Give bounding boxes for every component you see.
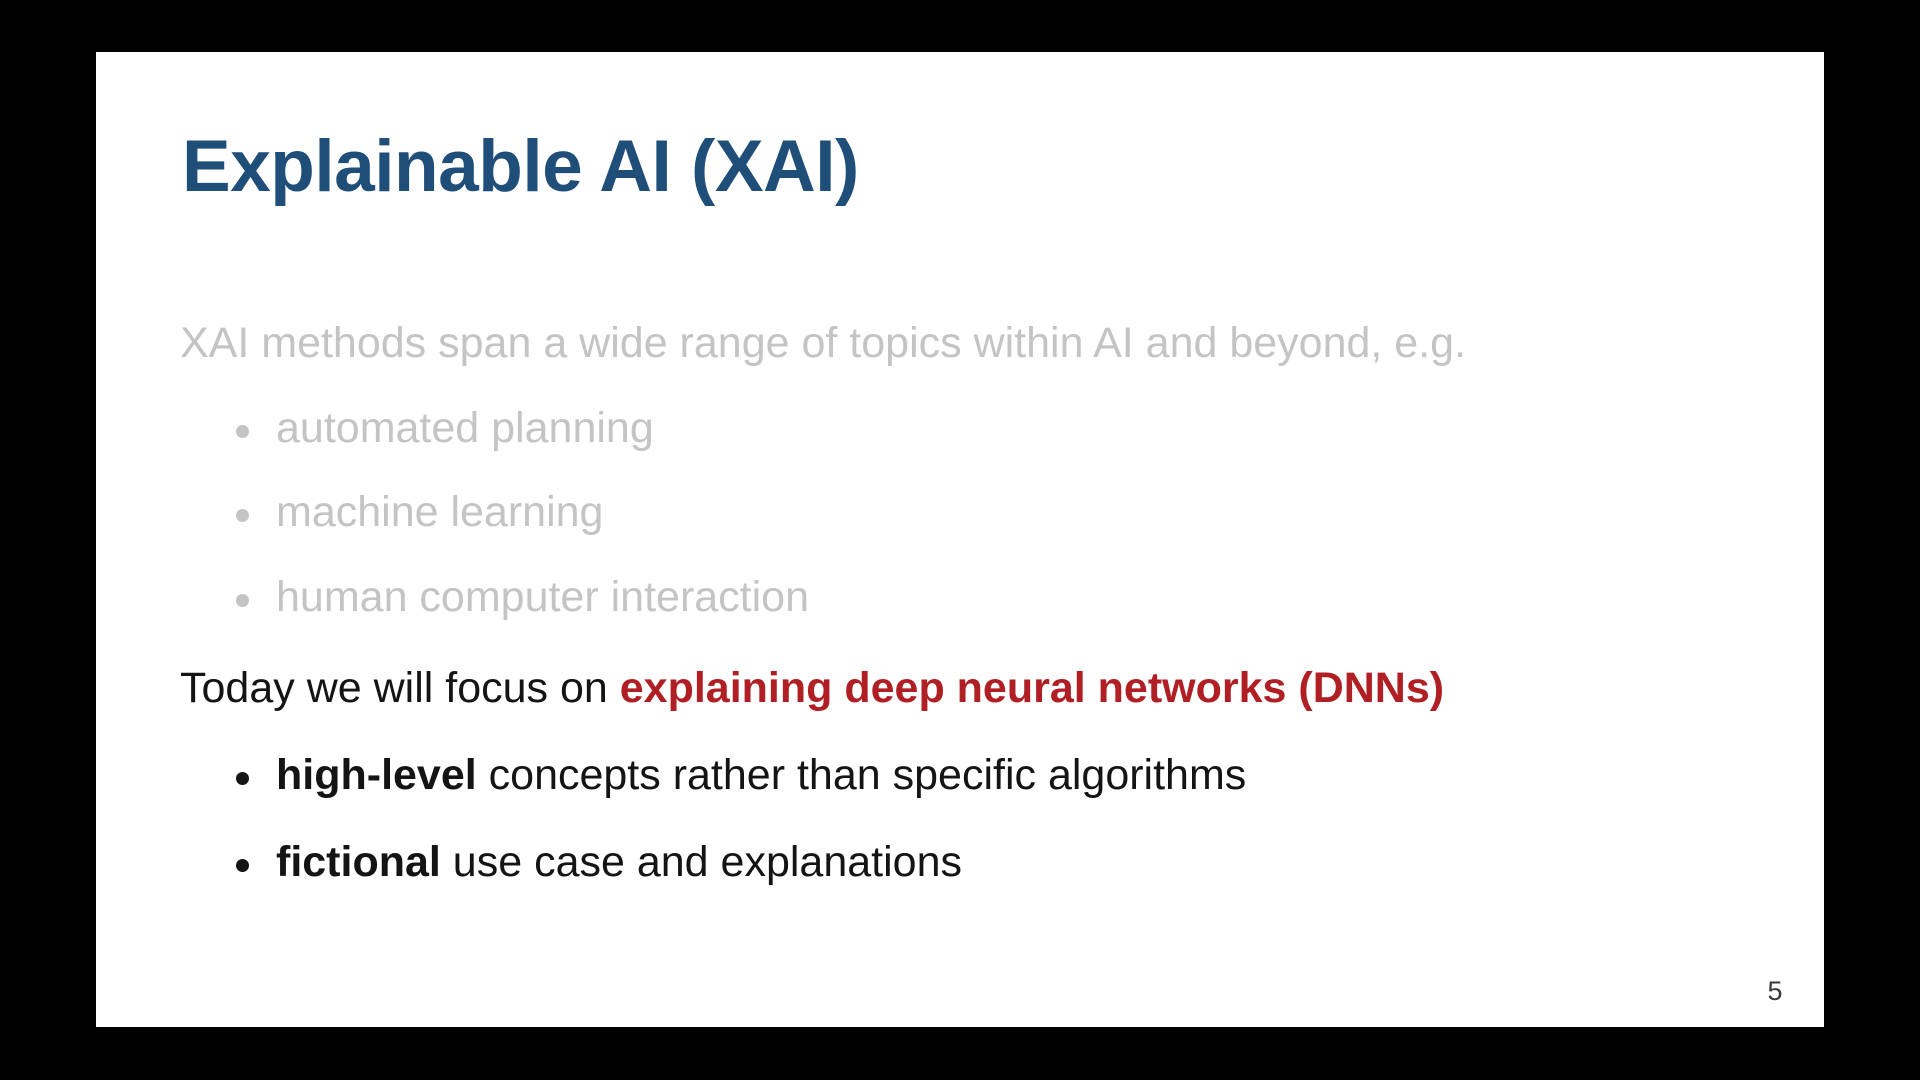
focus-statement: Today we will focus on explaining deep n… xyxy=(180,667,1444,710)
focus-bullet-item: high-level concepts rather than specific… xyxy=(236,754,1246,797)
page-number: 5 xyxy=(1767,976,1783,1006)
bullet-dot-icon xyxy=(236,772,249,785)
focus-bullet-bold-term: high-level xyxy=(276,751,477,799)
slide-canvas[interactable]: Explainable AI (XAI) XAI methods span a … xyxy=(96,52,1824,1027)
gray-bullet-label: human computer interaction xyxy=(276,573,810,621)
focus-bullet-rest: use case and explanations xyxy=(440,838,962,886)
focus-bullet-item: fictional use case and explanations xyxy=(236,841,962,884)
focus-bullet-bold-term: fictional xyxy=(276,838,441,886)
slide-title: Explainable AI (XAI) xyxy=(182,126,859,207)
bullet-dot-icon xyxy=(236,859,249,872)
bullet-dot-icon xyxy=(236,425,249,438)
focus-statement-prefix: Today we will focus on xyxy=(180,664,620,712)
bullet-dot-icon xyxy=(236,509,249,522)
gray-bullet-label: machine learning xyxy=(276,488,604,536)
gray-bullet-item: human computer interaction xyxy=(236,576,809,619)
focus-bullet-label: high-level concepts rather than specific… xyxy=(276,754,1246,797)
focus-statement-highlight: explaining deep neural networks (DNNs) xyxy=(619,664,1445,712)
gray-bullet-item: machine learning xyxy=(236,491,603,534)
gray-bullet-item: automated planning xyxy=(236,407,654,450)
intro-line: XAI methods span a wide range of topics … xyxy=(180,319,1467,367)
focus-bullet-label: fictional use case and explanations xyxy=(276,841,962,884)
gray-bullet-label: automated planning xyxy=(276,404,654,452)
focus-bullet-rest: concepts rather than specific algorithms xyxy=(476,751,1247,799)
bullet-dot-icon xyxy=(236,594,249,607)
